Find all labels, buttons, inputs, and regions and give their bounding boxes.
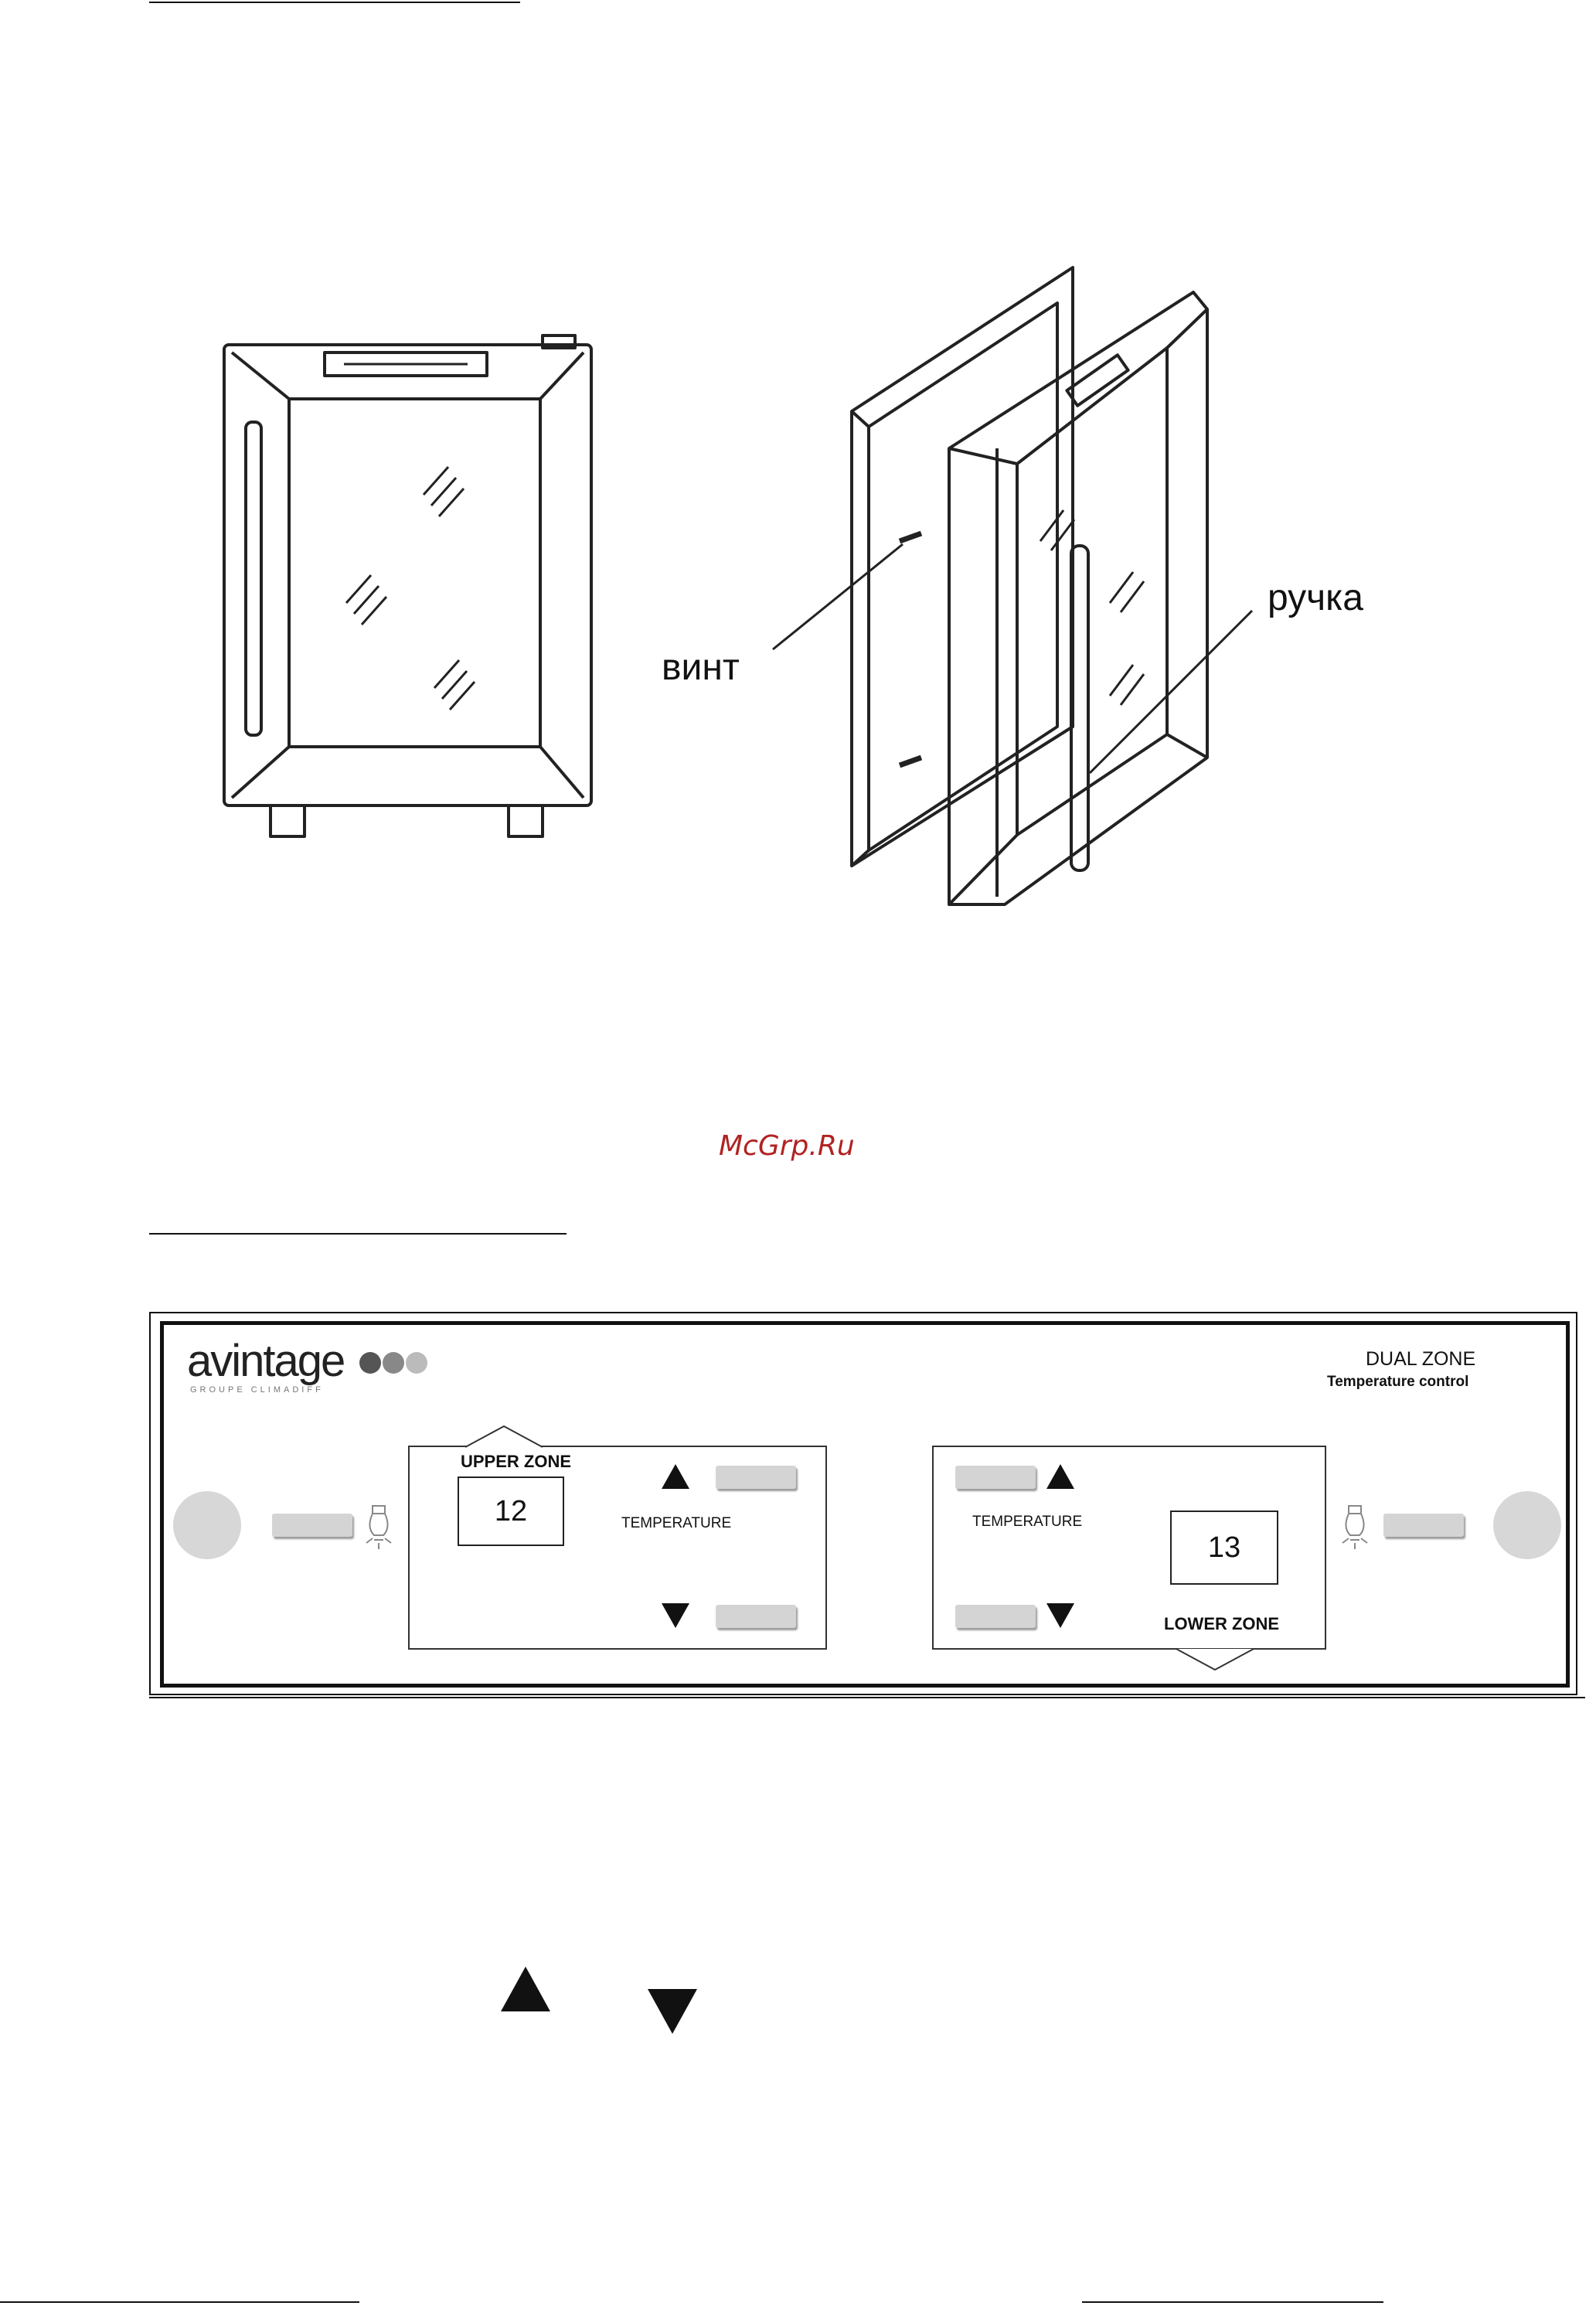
- control-panel: avintage GROUPE CLIMADIFF DUAL ZONE Temp…: [149, 1312, 1577, 1695]
- power-button-right[interactable]: [1493, 1491, 1561, 1559]
- power-button-left[interactable]: [173, 1491, 241, 1559]
- panel-baseline-rule: [149, 1697, 1585, 1698]
- cooler-illustration: [0, 0, 1596, 966]
- door-glass: [1017, 348, 1167, 835]
- light-button-left[interactable]: [272, 1514, 352, 1537]
- lower-zone-up-button[interactable]: [955, 1466, 1036, 1489]
- door-back-frame: [852, 267, 1073, 866]
- cabinet-body: [224, 345, 591, 805]
- footer-rule-right: [1082, 2301, 1383, 2303]
- down-arrow-icon: [662, 1603, 689, 1628]
- watermark: McGrp.Ru: [719, 1130, 855, 1162]
- lower-zone-label: LOWER ZONE: [1164, 1614, 1279, 1634]
- cabinet-side-handle: [246, 422, 261, 735]
- upper-zone-temperature-label: TEMPERATURE: [621, 1515, 731, 1532]
- light-bulb-icon: [362, 1504, 396, 1551]
- cabinet-glass: [289, 399, 540, 747]
- handle-label: ручка: [1268, 577, 1363, 619]
- control-panel-inner: avintage GROUPE CLIMADIFF DUAL ZONE Temp…: [160, 1321, 1570, 1688]
- section-rule-mid: [149, 1233, 567, 1235]
- down-arrow-icon: [648, 1989, 697, 2034]
- lower-zone-pointer: [1176, 1648, 1254, 1671]
- lower-zone-temperature-label: TEMPERATURE: [972, 1514, 1082, 1531]
- light-bulb-icon: [1338, 1504, 1372, 1551]
- brand-logo: avintage: [187, 1339, 344, 1384]
- upper-zone-up-button[interactable]: [716, 1466, 796, 1489]
- brand-dot: [383, 1352, 404, 1374]
- upper-zone-pointer: [465, 1425, 543, 1448]
- screw-leader-line: [773, 544, 903, 649]
- footer-rule-left: [0, 2301, 359, 2303]
- door-handle-figure: винт ручка: [0, 0, 1596, 966]
- upper-zone-label: UPPER ZONE: [461, 1452, 571, 1472]
- panel-title: DUAL ZONE: [1366, 1348, 1475, 1371]
- light-button-right[interactable]: [1383, 1514, 1464, 1537]
- upper-zone-down-button[interactable]: [716, 1605, 796, 1628]
- down-arrow-icon: [1046, 1603, 1074, 1628]
- up-arrow-icon: [501, 1967, 550, 2011]
- screw-label: винт: [662, 646, 740, 689]
- lower-zone-temperature-display: 13: [1170, 1511, 1278, 1585]
- panel-subtitle: Temperature control: [1327, 1374, 1468, 1391]
- brand-subtitle: GROUPE CLIMADIFF: [190, 1385, 324, 1395]
- upper-zone-temperature-display: 12: [458, 1476, 564, 1546]
- up-arrow-icon: [662, 1464, 689, 1489]
- brand-dot: [406, 1352, 427, 1374]
- lower-zone-down-button[interactable]: [955, 1605, 1036, 1628]
- up-arrow-icon: [1046, 1464, 1074, 1489]
- brand-dot: [359, 1352, 381, 1374]
